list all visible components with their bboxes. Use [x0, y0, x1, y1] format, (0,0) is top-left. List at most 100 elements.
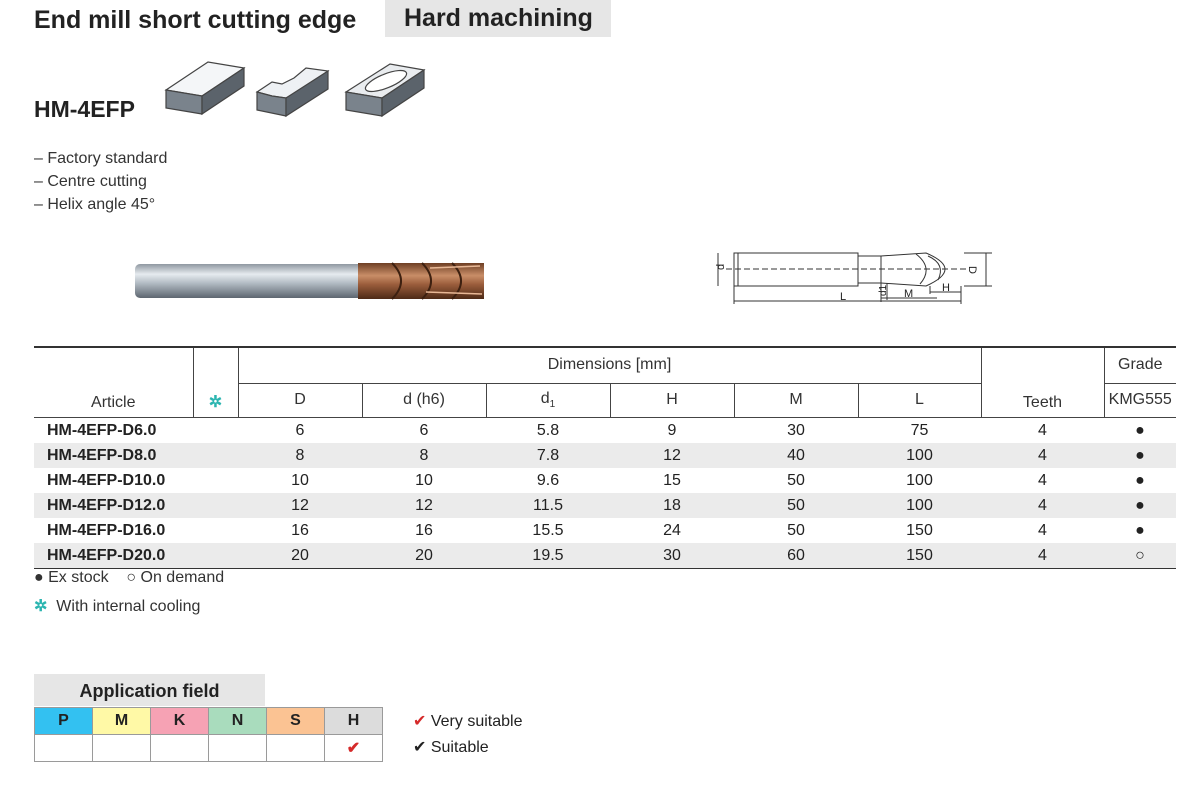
article-cell: HM-4EFP-D16.0: [47, 521, 166, 539]
grade-cell: ●: [1135, 471, 1145, 489]
col-article: Article: [34, 347, 194, 418]
mark-k: [150, 734, 209, 762]
on-demand-label: On demand: [140, 569, 225, 586]
article-cell: HM-4EFP-D10.0: [47, 471, 166, 489]
stock-legend: ● Ex stock ○ On demand: [34, 569, 224, 587]
value-cell: 11.5: [486, 493, 610, 518]
cooling-label: With internal cooling: [56, 598, 201, 615]
value-cell: 50: [734, 493, 858, 518]
col-M: M: [734, 383, 859, 418]
label-M: M: [904, 288, 913, 300]
feature-item: – Factory standard: [34, 150, 168, 167]
value-cell: 40: [734, 443, 858, 468]
value-cell: 4: [1038, 521, 1047, 539]
col-L: L: [858, 383, 982, 418]
article-cell: HM-4EFP-D6.0: [47, 421, 157, 439]
very-suitable-legend: ✔ Very suitable: [413, 711, 522, 731]
check-red-icon: ✔: [413, 713, 427, 730]
cooling-cell: [193, 493, 238, 518]
value-cell: 20: [362, 543, 486, 569]
feature-item: – Helix angle 45°: [34, 196, 156, 213]
value-cell: 6: [295, 421, 305, 439]
mark-h: ✔: [324, 734, 383, 762]
label-H: H: [942, 282, 950, 294]
technical-drawing: d D d1 M H L: [715, 252, 992, 304]
value-cell: 4: [981, 443, 1104, 468]
value-cell: 12: [610, 443, 734, 468]
col-grade-name: KMG555: [1108, 391, 1172, 409]
mark-s: [266, 734, 325, 762]
col-H: H: [610, 383, 735, 418]
product-model: HM-4EFP: [34, 96, 135, 122]
block-pocketing-icon: [344, 63, 426, 118]
label-L: L: [840, 291, 846, 303]
value-cell: 20: [238, 543, 362, 569]
material-n: N: [208, 707, 267, 735]
mark-m: [92, 734, 151, 762]
col-D: D: [238, 383, 363, 418]
grade-cell: ○: [1104, 543, 1176, 569]
feature-item: – Centre cutting: [34, 173, 147, 190]
cooling-cell: [193, 443, 238, 468]
block-slotting-icon: [255, 67, 330, 118]
end-mill-image: [135, 262, 484, 300]
value-cell: 150: [858, 543, 981, 569]
value-cell: 9: [667, 421, 677, 439]
value-cell: 15.5: [532, 521, 564, 539]
col-d1: d1: [486, 383, 611, 418]
block-facing-icon: [164, 61, 246, 116]
value-cell: 18: [610, 493, 734, 518]
value-cell: 19.5: [486, 543, 610, 569]
value-cell: 16: [291, 521, 309, 539]
col-d-h6: d (h6): [362, 383, 487, 418]
value-cell: 15: [663, 471, 681, 489]
value-cell: 5.8: [536, 421, 560, 439]
value-cell: 8: [238, 443, 362, 468]
material-m: M: [92, 707, 151, 735]
label-d: d: [715, 264, 727, 270]
value-cell: 12: [362, 493, 486, 518]
value-cell: 16: [415, 521, 433, 539]
cooling-cell: [193, 518, 238, 543]
page-title: End mill short cutting edge: [34, 6, 357, 34]
value-cell: 9.6: [536, 471, 560, 489]
grade-cell: ●: [1104, 493, 1176, 518]
value-cell: 8: [362, 443, 486, 468]
mark-p: [34, 734, 93, 762]
col-cooling: ✲: [193, 347, 239, 418]
cooling-cell: [193, 418, 238, 444]
col-teeth: Teeth: [981, 347, 1105, 418]
value-cell: 30: [787, 421, 805, 439]
category-tag: Hard machining: [385, 0, 611, 37]
label-d1: d1: [878, 284, 889, 296]
value-cell: 10: [415, 471, 433, 489]
value-cell: 100: [858, 493, 981, 518]
check-black-icon: ✔: [413, 739, 427, 756]
material-s: S: [266, 707, 325, 735]
value-cell: 50: [787, 521, 805, 539]
article-cell: HM-4EFP-D20.0: [34, 543, 193, 569]
cooling-cell: [193, 543, 238, 569]
material-p: P: [34, 707, 93, 735]
application-field-title: Application field: [34, 674, 265, 706]
grade-cell: ●: [1135, 521, 1145, 539]
label-D: D: [966, 266, 978, 274]
very-suitable-label: Very suitable: [430, 713, 523, 730]
snowflake-icon: ✲: [34, 598, 48, 615]
material-k: K: [150, 707, 209, 735]
suitability-row: ✔: [34, 734, 383, 762]
on-demand-symbol: ○: [126, 569, 137, 586]
workpiece-icons: [164, 61, 426, 118]
article-cell: HM-4EFP-D12.0: [34, 493, 193, 518]
article-cell: HM-4EFP-D8.0: [34, 443, 193, 468]
value-cell: 100: [906, 471, 933, 489]
cooling-legend: ✲ With internal cooling: [34, 596, 200, 616]
grade-cell: ●: [1104, 443, 1176, 468]
value-cell: 30: [610, 543, 734, 569]
ex-stock-symbol: ●: [34, 569, 44, 586]
